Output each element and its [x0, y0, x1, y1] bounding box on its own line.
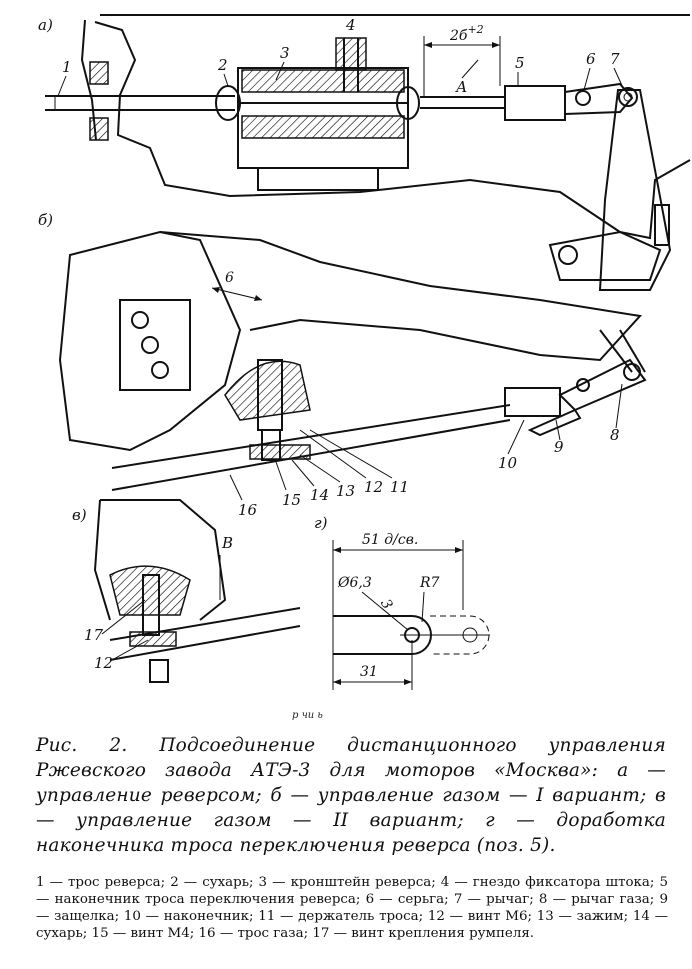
artist-signature: р чи ь — [292, 710, 323, 721]
figure-legend: 1 — трос реверса; 2 — сухарь; 3 — кроншт… — [36, 875, 668, 941]
part-14: 14 — [310, 486, 329, 504]
dim-b-6: 6 — [225, 270, 234, 286]
part-11: 11 — [390, 478, 409, 496]
part-5: 5 — [515, 54, 525, 72]
panel-a: а) — [38, 14, 691, 291]
panel-g: г) 51 д/св. Ø6,3 3 R7 31 — [314, 514, 490, 690]
figure-caption: Рис. 2. Подсоединение дистанционного упр… — [36, 735, 666, 856]
part-16: 16 — [238, 501, 258, 519]
dim-a-letter: А — [455, 78, 467, 96]
dim-g-small: 3 — [377, 597, 395, 613]
part-1: 1 — [62, 58, 72, 76]
part-15: 15 — [282, 491, 301, 509]
panel-v: в) В 17 12 — [72, 499, 301, 683]
technical-drawing: а) — [38, 14, 691, 721]
dim-g-hole: Ø6,3 — [337, 575, 372, 591]
part-6: 6 — [586, 50, 596, 68]
label-v-B: В — [221, 534, 233, 552]
dim-g-total: 51 д/св. — [362, 532, 418, 548]
part-4: 4 — [345, 16, 356, 34]
part-13: 13 — [336, 482, 355, 500]
panel-b: б) 6 8 9 10 11 — [38, 211, 647, 519]
part-12-v: 12 — [94, 654, 113, 672]
part-17: 17 — [84, 626, 104, 644]
part-10: 10 — [498, 454, 518, 472]
part-8: 8 — [610, 426, 620, 444]
panel-label-b: б) — [38, 211, 53, 229]
dim-g-hole-pos: 31 — [360, 664, 378, 680]
panel-label-v: в) — [72, 506, 87, 524]
dim-a-value: 2б+2 — [449, 23, 484, 44]
part-2: 2 — [217, 56, 228, 74]
panel-label-a: а) — [38, 16, 53, 34]
panel-label-g: г) — [314, 514, 328, 532]
part-7: 7 — [610, 50, 620, 68]
dim-g-radius: R7 — [419, 575, 440, 591]
part-3: 3 — [280, 44, 290, 62]
part-12: 12 — [364, 478, 383, 496]
part-9: 9 — [554, 438, 564, 456]
